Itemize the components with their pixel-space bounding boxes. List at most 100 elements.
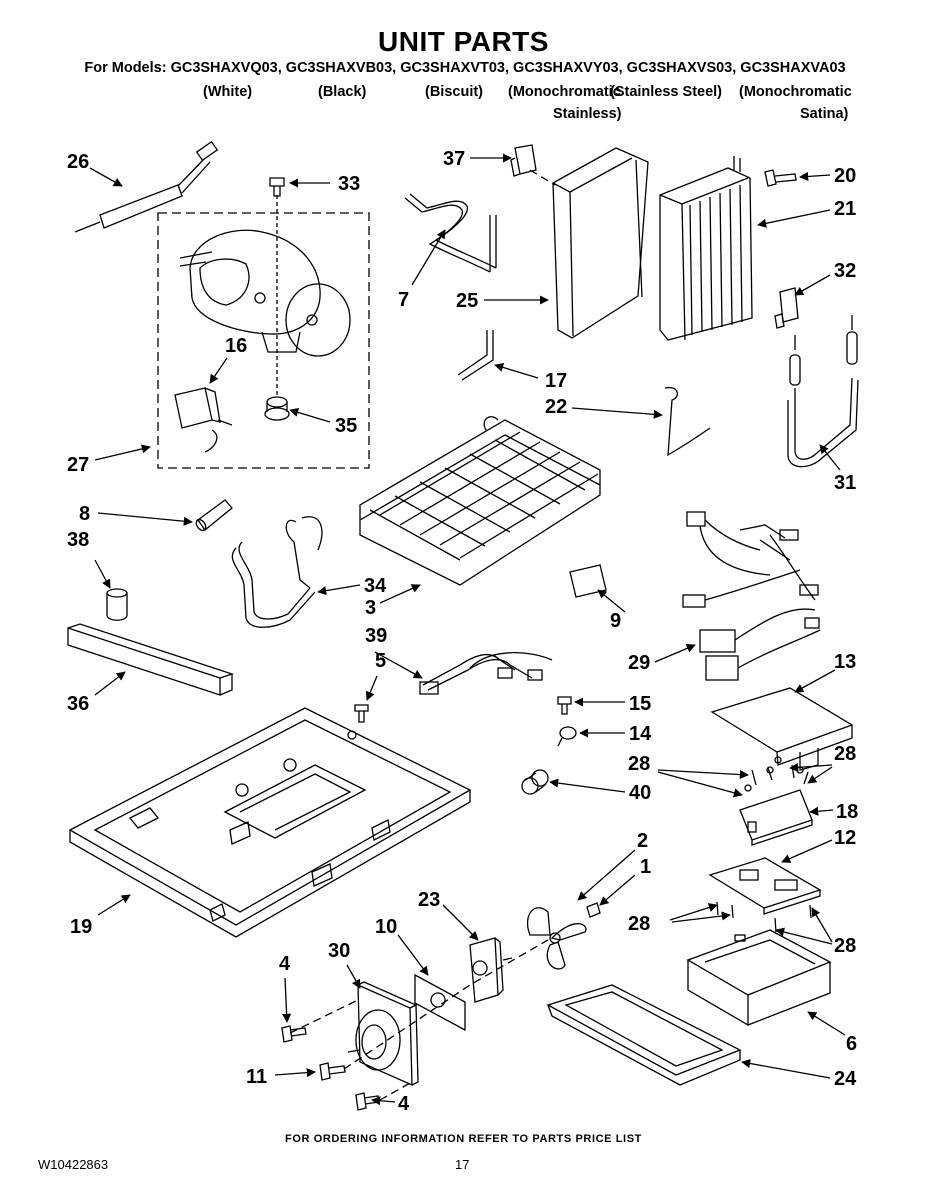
callout-22: 22 (545, 396, 567, 418)
callout-27: 27 (67, 454, 89, 476)
part-wire-22 (664, 386, 711, 457)
callout-10: 10 (375, 916, 397, 938)
color-monochromatic-satina: (Monochromatic (739, 84, 852, 100)
callout-9: 9 (610, 610, 621, 632)
callout-7: 7 (398, 289, 409, 311)
callout-17: 17 (545, 370, 567, 392)
part-drier (74, 140, 219, 233)
callout-2: 2 (637, 830, 648, 852)
callout-14: 14 (629, 723, 652, 745)
color-stainless-cont: Stainless) (553, 106, 622, 122)
callout-21: 21 (834, 198, 856, 220)
callout-18: 18 (836, 801, 858, 823)
callout-35: 35 (335, 415, 357, 437)
color-biscuit: (Biscuit) (425, 84, 483, 100)
part-main-control-board (708, 857, 822, 915)
part-bracket-32 (774, 287, 799, 329)
part-evaporator (659, 156, 753, 341)
document-number: W10422863 (38, 1157, 109, 1172)
part-condenser (359, 416, 601, 586)
models-line: For Models: GC3SHAXVQ03, GC3SHAXVB03, GC… (84, 60, 846, 76)
callout-1: 1 (640, 856, 651, 878)
assembly-lines (289, 169, 556, 1101)
color-variants: (White) (Black) (Biscuit) (Monochromatic… (0, 84, 927, 128)
part-bolt (269, 177, 285, 197)
part-screw-4-top (281, 1025, 307, 1043)
part-capacitor (106, 588, 128, 621)
page-title: UNIT PARTS (378, 26, 549, 57)
callout-36: 36 (67, 693, 89, 715)
callout-19: 19 (70, 916, 92, 938)
callout-13: 13 (834, 651, 856, 673)
callout-39: 39 (365, 625, 387, 647)
part-grommet (264, 396, 290, 421)
part-fan-motor (469, 937, 513, 1003)
callout-30: 30 (328, 940, 350, 962)
callout-25: 25 (456, 290, 478, 312)
part-screw-11 (319, 1062, 346, 1081)
callout-28-board-right: 28 (834, 935, 856, 957)
part-tube-8 (195, 499, 233, 532)
callout-33: 33 (338, 173, 360, 195)
part-clip-37 (510, 144, 537, 177)
part-harness-39 (419, 652, 553, 695)
part-control-box (686, 929, 832, 1027)
part-harness-29 (682, 511, 821, 681)
callout-3: 3 (365, 597, 376, 619)
callout-31: 31 (834, 472, 856, 494)
callout-38: 38 (67, 529, 89, 551)
part-screw-20 (764, 169, 797, 187)
callout-24: 24 (834, 1068, 857, 1090)
callout-28-left: 28 (628, 753, 650, 775)
part-nut (586, 902, 601, 918)
callout-15: 15 (629, 693, 651, 715)
callout-28-right: 28 (834, 743, 856, 765)
callout-8: 8 (79, 503, 90, 525)
leader-arrows (89, 153, 846, 1106)
part-screw-4-bottom (355, 1092, 380, 1111)
color-white: (White) (203, 84, 253, 100)
callout-29: 29 (628, 652, 650, 674)
page-number: 17 (455, 1157, 470, 1172)
callout-5: 5 (375, 650, 386, 672)
part-compressor-assembly-box (157, 212, 370, 469)
callout-37: 37 (443, 148, 465, 170)
part-motor-bracket (414, 973, 466, 1032)
part-base-pan (68, 707, 472, 938)
callout-12: 12 (834, 827, 856, 849)
part-drain-pan (546, 984, 742, 1086)
callout-numbers: 26 33 37 20 21 7 25 32 16 17 22 35 27 31… (67, 148, 858, 1115)
color-satina-cont: Satina) (800, 106, 849, 122)
part-evaporator-cover (552, 147, 649, 339)
callout-11: 11 (246, 1066, 267, 1088)
part-compressor (179, 195, 351, 395)
callout-4-bottom: 4 (398, 1093, 410, 1115)
part-relay (174, 387, 233, 453)
callout-6: 6 (846, 1033, 857, 1055)
callout-40: 40 (629, 782, 651, 804)
part-screw-5 (354, 704, 369, 723)
callout-26: 26 (67, 151, 89, 173)
color-stainless-steel: (Stainless Steel) (610, 84, 723, 100)
part-tube-17 (457, 330, 494, 381)
part-screws-28 (716, 764, 812, 933)
part-tube-34 (231, 516, 323, 628)
part-screw-15 (557, 696, 572, 715)
callout-28-board-left: 28 (628, 913, 650, 935)
part-tube-assembly-31 (787, 315, 859, 468)
color-black: (Black) (318, 84, 367, 100)
part-board-18 (739, 756, 813, 846)
callout-4-top: 4 (279, 953, 291, 975)
part-fan-blade (526, 907, 587, 970)
color-monochromatic-stainless: (Monochromatic (508, 84, 621, 100)
callout-34: 34 (364, 575, 387, 597)
part-grille-strip (67, 623, 235, 696)
part-fan-shroud (347, 981, 419, 1087)
callout-23: 23 (418, 889, 440, 911)
part-plug-40 (521, 769, 549, 795)
part-control-cover (710, 687, 854, 771)
callout-16: 16 (225, 335, 247, 357)
part-clip-14 (557, 726, 577, 747)
callout-32: 32 (834, 260, 856, 282)
